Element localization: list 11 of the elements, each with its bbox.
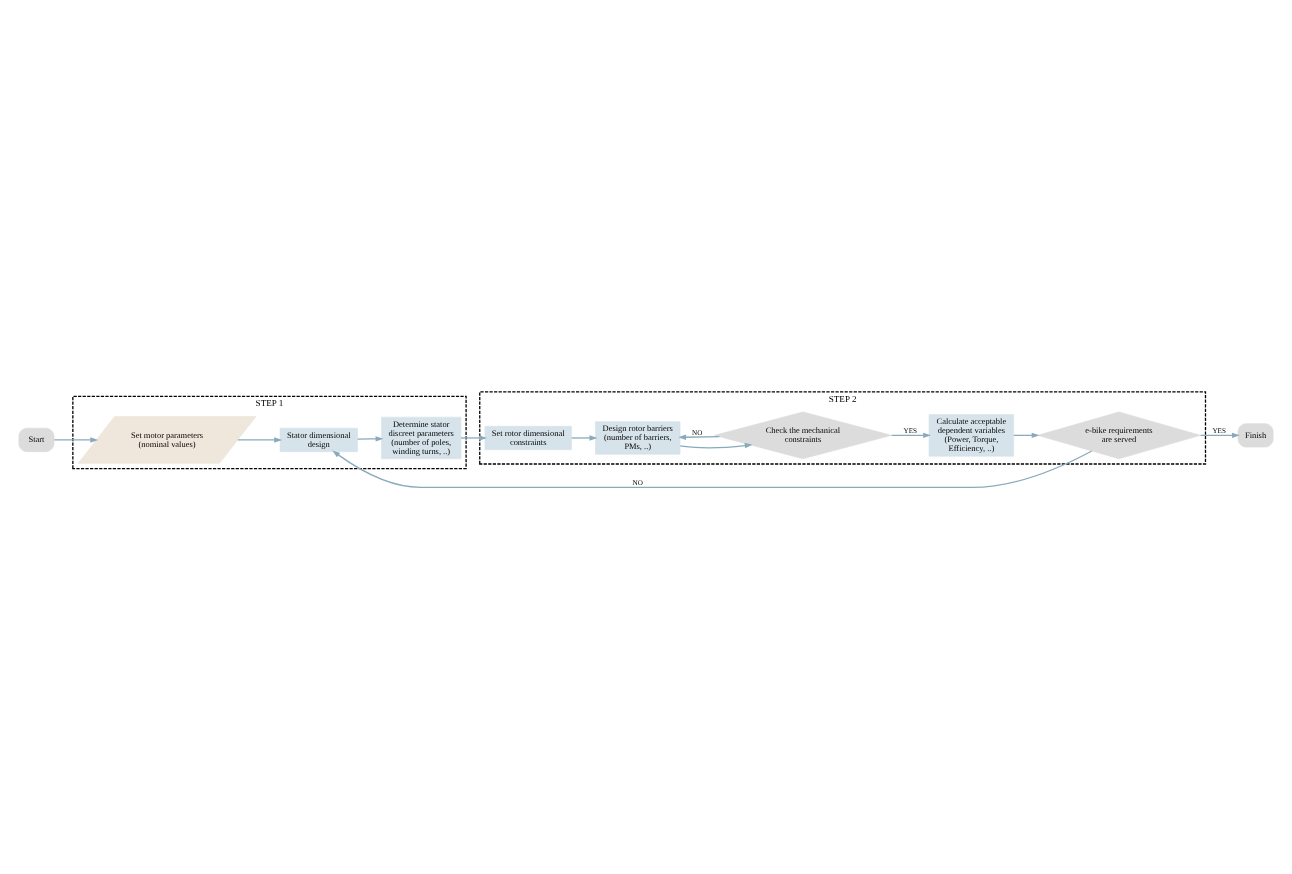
arrow — [1199, 432, 1240, 439]
arrow — [571, 435, 598, 441]
arrow — [357, 436, 384, 442]
arrow — [237, 437, 283, 443]
arrow — [890, 432, 931, 439]
arrow — [53, 437, 99, 443]
arrow — [678, 434, 721, 440]
arrow — [679, 442, 753, 449]
arrow — [332, 450, 1093, 489]
arrow — [460, 435, 487, 441]
arrow — [1013, 432, 1040, 439]
